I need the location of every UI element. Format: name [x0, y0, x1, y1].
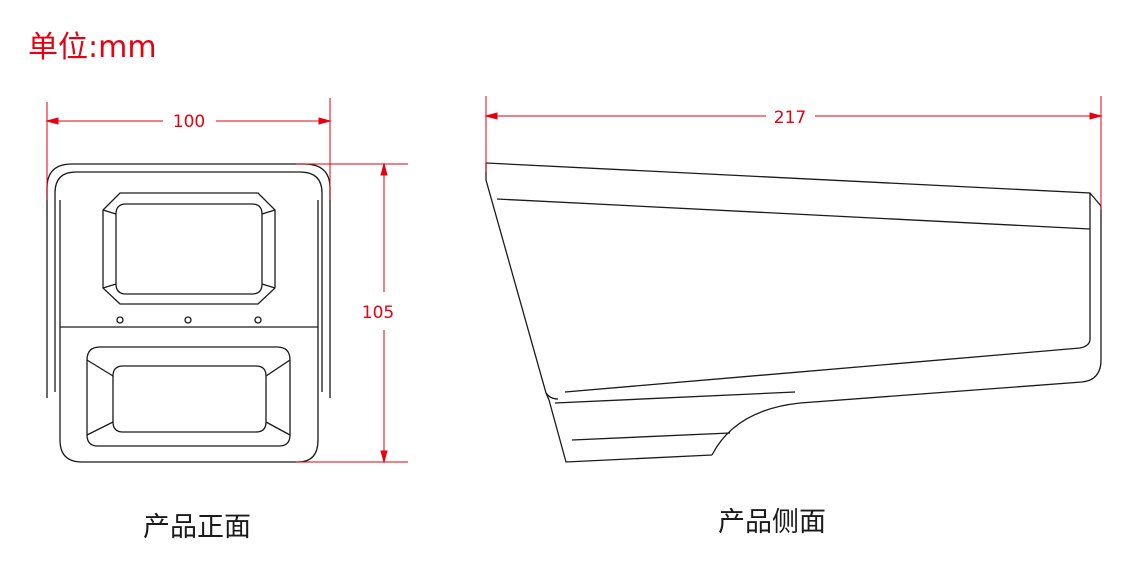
lower-window-inner [112, 365, 267, 433]
indicator-dot-left [116, 316, 124, 324]
front-height-label: 105 [362, 303, 394, 323]
lower-window-outer [86, 346, 291, 447]
front-view-caption: 产品正面 [143, 512, 251, 543]
side-dimensions [484, 96, 1103, 210]
indicator-dot-center [184, 316, 192, 324]
front-body-outline [59, 200, 319, 463]
front-hood-outline [46, 163, 331, 398]
side-bottom-lower [545, 392, 713, 463]
front-view [46, 163, 331, 463]
indicator-dot-right [254, 316, 262, 324]
side-bottom-curve [711, 402, 801, 456]
side-rear-outer [799, 206, 1102, 404]
side-hood-line [496, 198, 1091, 230]
side-length-label: 217 [774, 108, 806, 128]
front-hood-inner [54, 171, 323, 392]
side-top-edge [485, 162, 1102, 207]
upper-window-outer [102, 192, 276, 305]
front-width-label: 100 [173, 112, 205, 132]
side-bottom-inner [554, 391, 796, 404]
unit-label: 单位:mm [28, 30, 157, 65]
side-rear-edge [564, 193, 1091, 393]
side-front-edge [485, 163, 559, 400]
upper-window-inner [115, 203, 263, 295]
front-dimensions [45, 98, 408, 464]
side-view-caption: 产品侧面 [718, 507, 826, 538]
side-bottom-mid [571, 432, 731, 441]
side-view [485, 162, 1102, 463]
